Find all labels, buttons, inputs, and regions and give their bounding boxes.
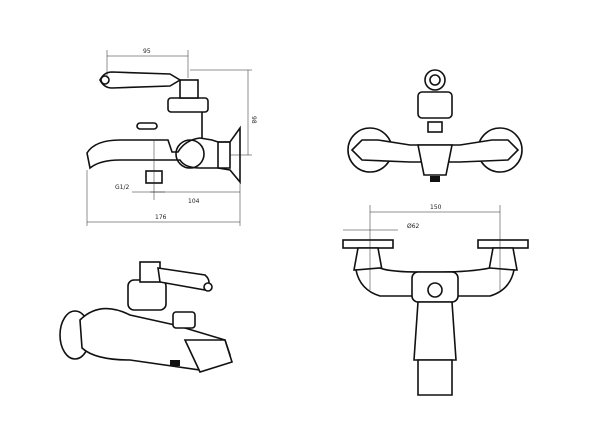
dim-total-length: 176 — [155, 214, 167, 221]
dim-thread: G1/2 — [115, 184, 129, 191]
dim-flange-diameter: Ø62 — [407, 223, 420, 230]
dim-height: 98 — [250, 116, 257, 124]
top-view — [347, 69, 523, 182]
isometric-view — [59, 261, 234, 373]
dim-spout-to-wall: 104 — [188, 198, 200, 205]
dim-handle-reach: 95 — [143, 48, 151, 55]
front-view: 150 Ø62 — [342, 204, 529, 396]
side-view: 95 98 G1/2 104 176 — [86, 48, 257, 226]
dim-centers: 150 — [430, 204, 442, 211]
